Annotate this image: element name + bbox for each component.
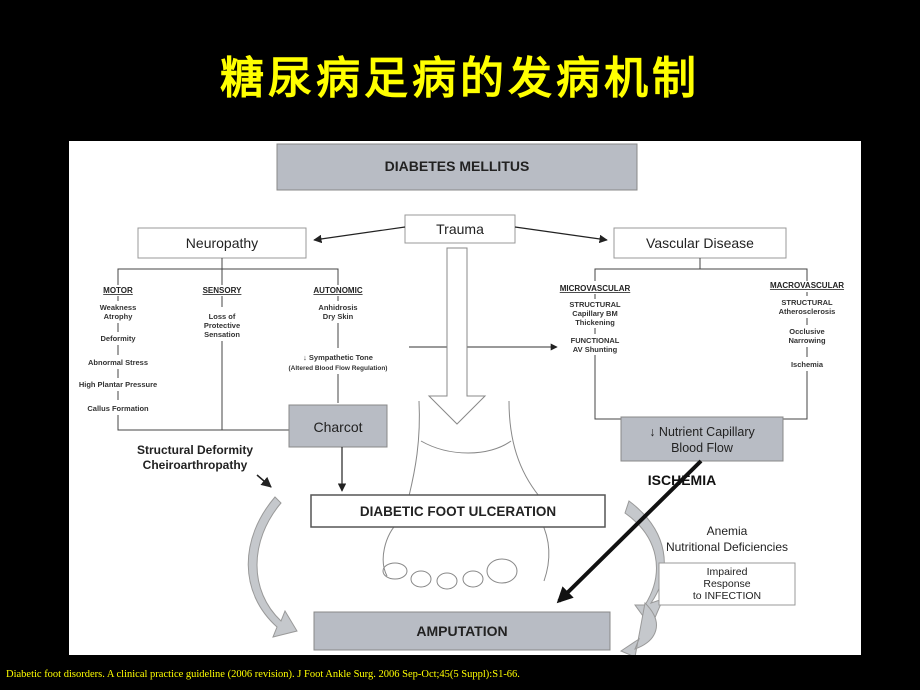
- macrovascular-heading: MACROVASCULAR: [770, 281, 844, 290]
- impaired-line1: Impaired: [707, 566, 748, 578]
- vascular-to-nutrient-lines: [594, 355, 808, 420]
- macrovascular-item: Narrowing: [788, 336, 826, 345]
- trauma-label: Trauma: [436, 221, 484, 237]
- nutritional-label: Nutritional Deficiencies: [666, 540, 788, 554]
- vascular-label: Vascular Disease: [646, 235, 754, 251]
- cheiroarthropathy-label: Cheiroarthropathy: [143, 458, 248, 472]
- citation: Diabetic foot disorders. A clinical prac…: [6, 669, 520, 680]
- impaired-box: [658, 562, 796, 606]
- impaired-line2: Response: [703, 578, 750, 590]
- autonomic-item: (Altered Blood Flow Regulation): [289, 365, 388, 372]
- ischemia-to-amputation-arrow: [556, 459, 703, 604]
- motor-item: Atrophy: [104, 312, 134, 321]
- autonomic-item: Dry Skin: [323, 312, 354, 321]
- autonomic-item: ↓ Sympathetic Tone: [303, 353, 373, 362]
- diabetes-label: DIABETES MELLITUS: [385, 158, 530, 174]
- motor-item: High Plantar Pressure: [79, 380, 157, 389]
- microvascular-item: STRUCTURAL: [569, 300, 621, 309]
- nutrient-flow-line2: Blood Flow: [671, 441, 734, 455]
- left-curved-arrow: [247, 496, 298, 638]
- neuropathy-label: Neuropathy: [186, 235, 258, 251]
- sensory-item: Loss of: [209, 312, 236, 321]
- neuropathy-branches: [117, 258, 339, 285]
- microvascular-item: FUNCTIONAL: [571, 336, 620, 345]
- vascular-branches: [594, 258, 808, 281]
- trauma-to-neuropathy-arrow: [313, 226, 406, 244]
- anemia-label: Anemia: [707, 524, 748, 538]
- macrovascular-item: Ischemia: [791, 360, 824, 369]
- slide-title: 糖尿病足病的发病机制: [220, 53, 700, 104]
- amputation-label: AMPUTATION: [416, 623, 507, 639]
- sensory-item: Protective: [204, 321, 240, 330]
- motor-item: Weakness: [100, 303, 137, 312]
- trauma-big-arrow: [427, 247, 487, 425]
- impaired-line3: to INFECTION: [693, 590, 761, 602]
- ulceration-box: [310, 494, 606, 528]
- macrovascular-item: Occlusive: [789, 327, 824, 336]
- pathogenesis-diagram: DIABETES MELLITUS Trauma Neuropathy Vasc…: [69, 141, 861, 655]
- nutrient-flow-line1: ↓ Nutrient Capillary: [649, 425, 755, 439]
- motor-heading: MOTOR: [103, 286, 133, 295]
- lower-right-curved-arrow: [619, 601, 657, 655]
- autonomic-item: Anhidrosis: [318, 303, 357, 312]
- microvascular-item: AV Shunting: [573, 345, 618, 354]
- motor-item: Abnormal Stress: [88, 358, 148, 367]
- neuropathy-box: [137, 227, 307, 259]
- deformity-to-ulcer-arrow: [256, 474, 272, 488]
- ulceration-label: DIABETIC FOOT ULCERATION: [360, 504, 556, 519]
- vascular-box: [613, 227, 787, 259]
- sensory-item: Sensation: [204, 330, 240, 339]
- charcot-label: Charcot: [313, 419, 362, 435]
- motor-to-deformity-line: [117, 415, 289, 431]
- microvascular-item: Thickening: [575, 318, 615, 327]
- microvascular-heading: MICROVASCULAR: [560, 284, 631, 293]
- motor-item: Deformity: [100, 334, 136, 343]
- diagram-canvas: DIABETES MELLITUS Trauma Neuropathy Vasc…: [79, 143, 844, 655]
- charcot-box: [288, 404, 388, 448]
- structural-deformity-label: Structural Deformity: [137, 443, 253, 457]
- motor-item: Callus Formation: [87, 404, 149, 413]
- nutrient-flow-box: [620, 416, 784, 462]
- macrovascular-item: Atherosclerosis: [779, 307, 836, 316]
- diabetes-box: [276, 143, 638, 191]
- sensory-heading: SENSORY: [203, 286, 242, 295]
- trauma-to-vascular-arrow: [514, 226, 608, 244]
- trauma-box: [404, 214, 516, 244]
- microvascular-item: Capillary BM: [572, 309, 617, 318]
- autonomic-heading: AUTONOMIC: [313, 286, 362, 295]
- macrovascular-item: STRUCTURAL: [781, 298, 833, 307]
- amputation-box: [313, 611, 611, 651]
